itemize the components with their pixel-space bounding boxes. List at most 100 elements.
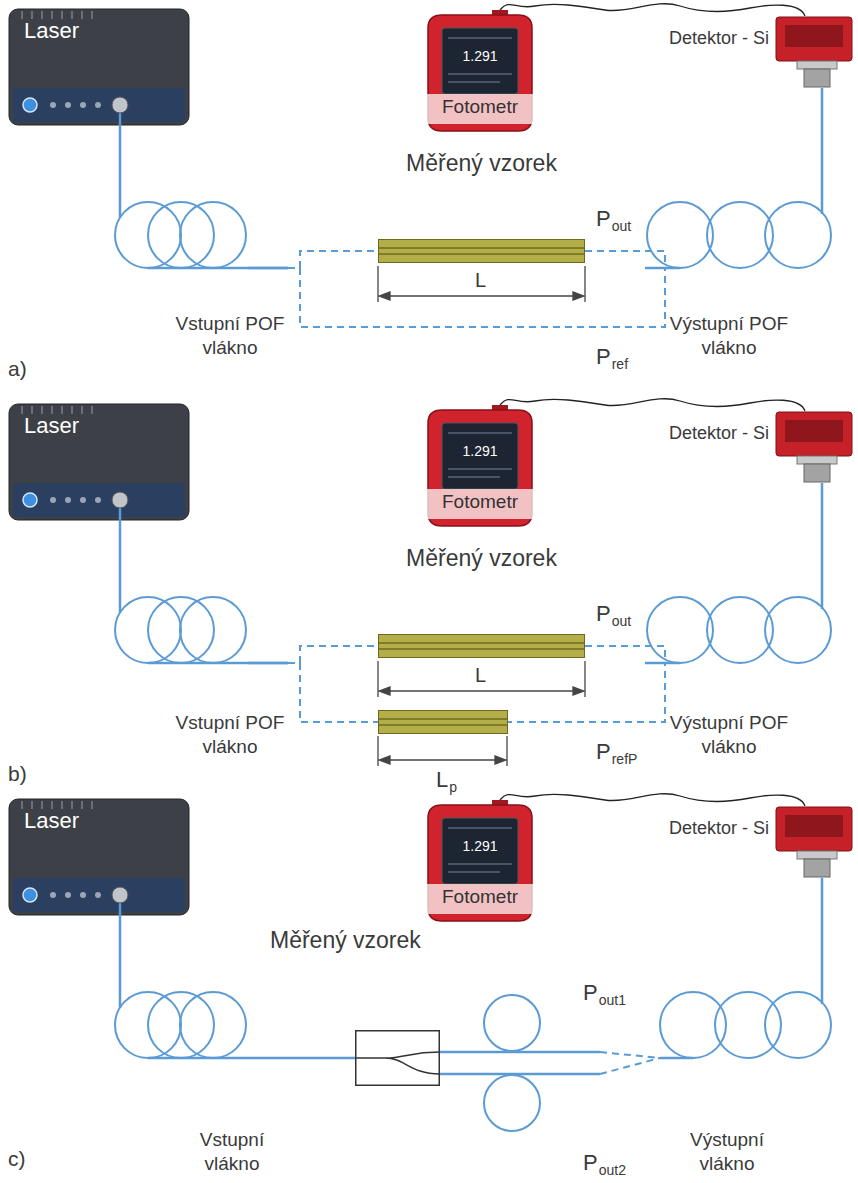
display — [442, 818, 518, 884]
fiber-connector — [822, 878, 823, 988]
power-button — [23, 493, 37, 507]
indicator — [50, 102, 56, 108]
connector-line — [440, 1052, 600, 1074]
detector-flange — [797, 456, 837, 464]
splitter-body — [356, 1031, 440, 1086]
sample-bar — [378, 634, 585, 658]
splitter-sample: Měřený vzorek — [355, 1030, 440, 1086]
label-band — [420, 489, 540, 519]
free-space-path — [288, 646, 378, 663]
sample-heading: Měřený vzorek — [270, 927, 421, 955]
detector-drawing — [775, 16, 853, 88]
dimension-tick — [377, 266, 378, 302]
laser-body — [9, 9, 189, 125]
fiber-loop — [660, 992, 726, 1058]
fiber-port — [112, 887, 128, 903]
panel-letter: c) — [8, 1146, 26, 1171]
detector-plate — [785, 25, 843, 47]
fiber-coil-drawing — [112, 198, 248, 272]
device-label: Detektor - Si — [669, 28, 769, 50]
free-space-path — [600, 1052, 660, 1074]
si-detector: Detektor - Si — [775, 411, 853, 483]
indicator — [80, 497, 86, 503]
fiber-connector — [248, 268, 665, 327]
dimension-arrowhead — [573, 292, 584, 300]
dimension-tick — [506, 736, 507, 766]
detector-port — [804, 859, 830, 877]
input-fiber-coil: Vstupní POF vlákno — [112, 593, 248, 667]
indicator — [80, 102, 86, 108]
sample-core-line — [379, 718, 507, 720]
output-fiber-coil: Výstupní POF vlákno — [645, 593, 832, 667]
front-panel — [13, 88, 185, 122]
fiber-label: Výstupní POF vlákno — [665, 312, 793, 360]
laser-body — [9, 799, 189, 915]
dimension-line — [386, 690, 577, 691]
sample-core-line — [379, 648, 584, 650]
device-label: Fotometr — [420, 491, 540, 514]
fiber-loop — [484, 995, 540, 1051]
indicator — [65, 497, 71, 503]
fiber-coil-drawing — [112, 593, 248, 667]
fiber-lead — [660, 988, 822, 1058]
laser-source: Laser — [8, 403, 190, 521]
detector-body — [776, 412, 852, 456]
connector-line — [119, 916, 122, 988]
indicator — [95, 892, 101, 898]
input-fiber-coil: Vstupní vlákno — [112, 988, 248, 1062]
fiber-lead — [119, 112, 122, 126]
detector-drawing — [775, 411, 853, 483]
dimension-tick — [584, 661, 585, 697]
fiber-loop — [647, 202, 713, 268]
sample-core-line — [379, 642, 584, 644]
device-label: Detektor - Si — [669, 423, 769, 445]
sample-body — [379, 635, 585, 658]
indicator — [50, 892, 56, 898]
fiber-connector — [822, 88, 823, 198]
fiber-loop — [647, 597, 713, 663]
display-reading: 1.291 — [442, 838, 518, 855]
output-fiber-coil: Výstupní vlákno — [660, 988, 832, 1062]
fiber-label: Výstupní POF vlákno — [665, 711, 793, 759]
fiber-label: Vstupní vlákno — [189, 1128, 275, 1176]
power-label: Pout — [596, 603, 631, 628]
display-reading: 1.291 — [442, 443, 518, 460]
power-label: Pout — [596, 208, 631, 233]
device-label: Fotometr — [420, 886, 540, 909]
connector-line — [821, 483, 824, 593]
dimension-line — [386, 295, 577, 296]
power-label: Pout2 — [583, 1152, 626, 1177]
detector-plate — [785, 815, 843, 837]
sample-body — [379, 240, 585, 263]
connector-line — [248, 662, 288, 665]
detector-drawing — [775, 806, 853, 878]
signal-cable — [500, 4, 805, 16]
fiber-connector — [120, 521, 121, 593]
photometer: 1.291Fotometr — [420, 405, 540, 527]
photometer: 1.291Fotometr — [420, 800, 540, 922]
front-panel — [13, 483, 185, 517]
connector-line — [119, 126, 122, 198]
laser-source: Laser — [8, 8, 190, 126]
dimension-arrowhead — [379, 756, 390, 764]
fiber-lead — [120, 593, 248, 663]
connector-line — [821, 88, 824, 198]
dimension-tick — [377, 661, 378, 697]
display — [442, 423, 518, 489]
dimension-arrowhead — [573, 687, 584, 695]
fiber-lead — [120, 198, 248, 268]
fiber-label: Výstupní vlákno — [684, 1128, 770, 1176]
input-fiber-coil: Vstupní POF vlákno — [112, 198, 248, 272]
fiber-label: Vstupní POF vlákno — [168, 711, 292, 759]
fiber-lead — [119, 507, 122, 521]
photometer: 1.291Fotometr — [420, 10, 540, 132]
measured-sample: Měřený vzorek — [378, 239, 585, 263]
display-reading: 1.291 — [442, 48, 518, 65]
connector-line — [248, 662, 288, 665]
splitter-waveguide — [355, 1052, 440, 1074]
dimension-arrowhead — [379, 292, 390, 300]
sample-bar — [378, 239, 585, 263]
device-label: Detektor - Si — [669, 818, 769, 840]
fiber-loop — [715, 992, 781, 1058]
